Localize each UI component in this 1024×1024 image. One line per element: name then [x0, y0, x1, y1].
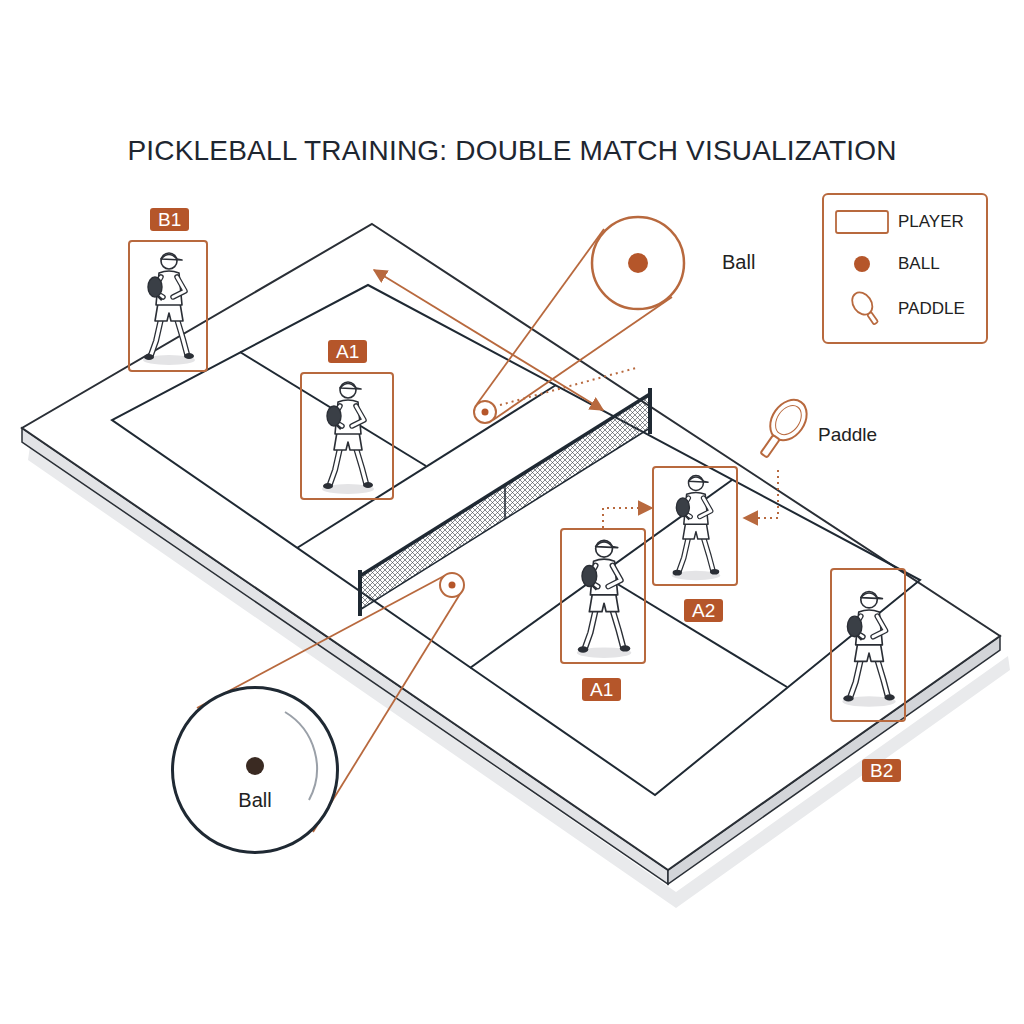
ball-dot — [628, 253, 648, 273]
player-figure — [143, 253, 195, 365]
net-post — [648, 388, 652, 434]
ball-dot — [246, 757, 264, 775]
player-tag: A2 — [684, 599, 723, 622]
player-figure — [322, 382, 374, 494]
diagram-title: PICKLEBALL TRAINING: DOUBLE MATCH VISUAL… — [0, 135, 1024, 167]
zoom-lens: Ball — [170, 685, 340, 855]
net-post — [358, 570, 362, 616]
legend-text: PADDLE — [898, 299, 965, 319]
player-tag: A1 — [582, 678, 621, 701]
ball-highlight — [285, 712, 317, 800]
paddle-leader — [744, 470, 778, 518]
player-box: A1 — [300, 372, 394, 500]
zoom-leader — [477, 229, 604, 404]
zoom-circle — [590, 215, 686, 311]
player-box: A2 — [652, 466, 738, 586]
ball-marker — [440, 573, 464, 597]
zoom-circle — [592, 217, 684, 309]
callout-label: Paddle — [818, 424, 877, 446]
trajectory-line — [500, 368, 636, 405]
player-tag: A1 — [328, 340, 367, 363]
movement-arrow — [603, 508, 652, 528]
zoom-leader — [493, 297, 672, 420]
legend-row: BALL — [824, 244, 986, 284]
paddle-symbol — [848, 289, 883, 328]
callout-label: Ball — [722, 251, 755, 274]
legend-sample — [826, 289, 896, 329]
legend-row: PADDLE — [824, 289, 986, 329]
net-strap — [504, 485, 506, 519]
ball-dot — [482, 409, 489, 416]
paddle-icon — [751, 393, 814, 465]
legend-sample — [826, 244, 896, 284]
legend-row: PLAYER — [824, 202, 986, 242]
player-box: A1 — [560, 528, 646, 664]
zoom-circle — [170, 685, 340, 855]
player-box: B2 — [830, 568, 906, 722]
player-figure — [577, 540, 632, 658]
legend-text: BALL — [898, 254, 940, 274]
ball-marker — [474, 401, 496, 423]
zoom-leader — [313, 594, 460, 832]
player-figure — [672, 476, 721, 581]
player-tag: B2 — [862, 759, 901, 782]
zoom-lens: Ball — [590, 215, 686, 311]
legend-text: PLAYER — [898, 212, 964, 232]
zoom-leader — [197, 576, 444, 708]
player-box: B1 — [128, 240, 208, 372]
ball-dot — [449, 582, 456, 589]
player-symbol — [836, 211, 888, 233]
legend-swatch — [854, 256, 870, 272]
legend-box: PLAYER BALL PADDLE — [822, 193, 988, 344]
legend-sample — [826, 202, 896, 242]
player-tag: B1 — [150, 208, 189, 231]
callout-label: Ball — [170, 789, 340, 812]
center-line — [601, 574, 787, 687]
player-figure — [842, 591, 895, 706]
zoom-circle — [173, 688, 338, 853]
